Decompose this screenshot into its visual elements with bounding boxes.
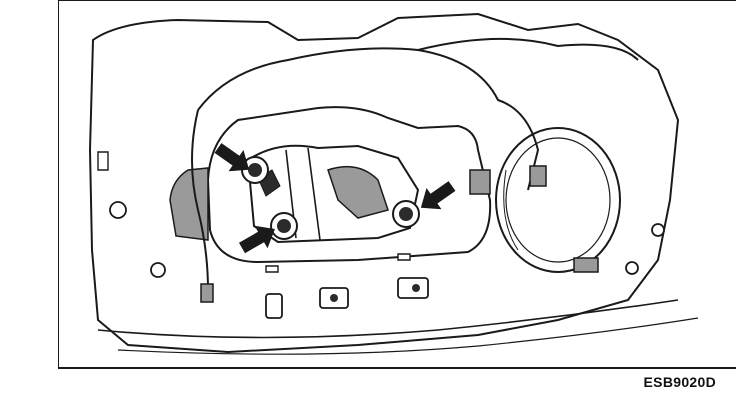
access-opening-inner bbox=[170, 168, 208, 240]
panel-clip-hole-left bbox=[110, 202, 126, 218]
harness-connector-center bbox=[470, 170, 490, 194]
harness-connector-bottom bbox=[574, 258, 598, 272]
panel-clip-pin-2 bbox=[330, 294, 338, 302]
door-inner-panel-drawing bbox=[58, 0, 736, 370]
regulator-bolt-right bbox=[393, 201, 419, 227]
panel-tab-1 bbox=[266, 266, 278, 272]
regulator-bolt-lower bbox=[271, 213, 297, 239]
panel-clip-hole-far-right bbox=[626, 262, 638, 274]
access-opening bbox=[208, 107, 490, 262]
wiring-harness-lower bbox=[192, 110, 208, 290]
harness-connector-left bbox=[201, 284, 213, 302]
door-panel-illustration bbox=[58, 0, 736, 370]
panel-tab-2 bbox=[398, 254, 410, 260]
speaker-opening bbox=[496, 128, 620, 272]
arrow-indicator-right bbox=[420, 181, 456, 210]
door-lower-edge bbox=[98, 300, 678, 338]
arrow-indicator-upper bbox=[214, 143, 250, 172]
figure-code-label: ESB9020D bbox=[643, 374, 716, 390]
panel-clip-pin-3 bbox=[412, 284, 420, 292]
panel-clip-hole-lower-left bbox=[151, 263, 165, 277]
arrow-indicator-lower bbox=[239, 225, 275, 254]
harness-connector-speaker bbox=[530, 166, 546, 186]
regulator-arm bbox=[328, 167, 388, 218]
wiring-harness bbox=[198, 39, 638, 190]
panel-tab-top-left bbox=[98, 152, 108, 170]
panel-clip-hole-right bbox=[652, 224, 664, 236]
door-panel-outline bbox=[90, 14, 678, 352]
door-sill-line bbox=[118, 318, 698, 354]
panel-clip-slot-1 bbox=[266, 294, 282, 318]
